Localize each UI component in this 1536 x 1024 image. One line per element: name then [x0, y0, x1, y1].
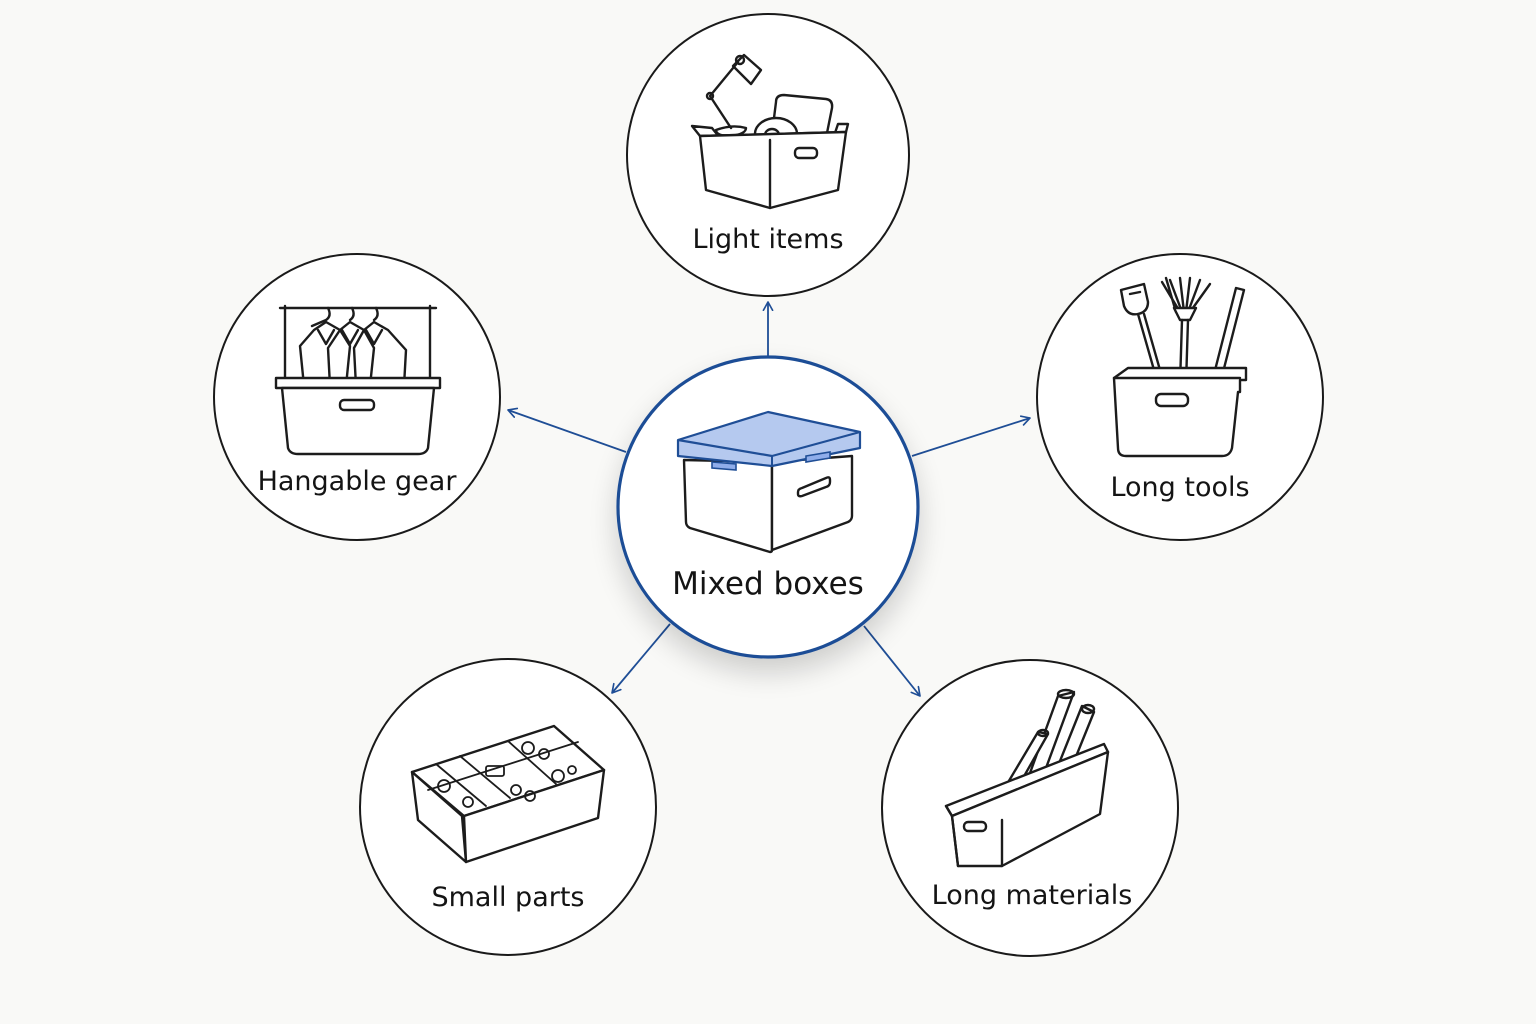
node-long-tools-label: Long tools [1110, 472, 1249, 503]
connectors [507, 301, 1031, 697]
arrow-to-long-tools [911, 415, 1031, 457]
arrow-to-long-materials [863, 625, 921, 697]
node-small-parts: Small parts [359, 658, 657, 956]
arrow-to-hangable-gear [507, 407, 627, 453]
compartment-tray-icon [410, 724, 606, 864]
bin-with-shovel-rake-icon [1112, 276, 1248, 458]
clothes-rack-bin-icon [274, 304, 442, 456]
lidded-storage-box-icon [676, 410, 862, 554]
node-light-items: Light items [626, 13, 910, 297]
open-bin-with-lamp-icon [690, 53, 850, 210]
arrow-to-small-parts [611, 623, 671, 694]
node-small-parts-label: Small parts [431, 882, 584, 913]
node-long-materials: Long materials [881, 659, 1179, 957]
long-trough-bin-icon [944, 688, 1110, 868]
center-node: Mixed boxes [616, 355, 920, 659]
node-hangable-gear-label: Hangable gear [258, 466, 458, 497]
center-node-label: Mixed boxes [672, 566, 864, 602]
node-light-items-label: Light items [692, 224, 843, 255]
node-long-materials-label: Long materials [932, 880, 1133, 911]
node-hangable-gear: Hangable gear [213, 253, 501, 541]
node-long-tools: Long tools [1036, 253, 1324, 541]
